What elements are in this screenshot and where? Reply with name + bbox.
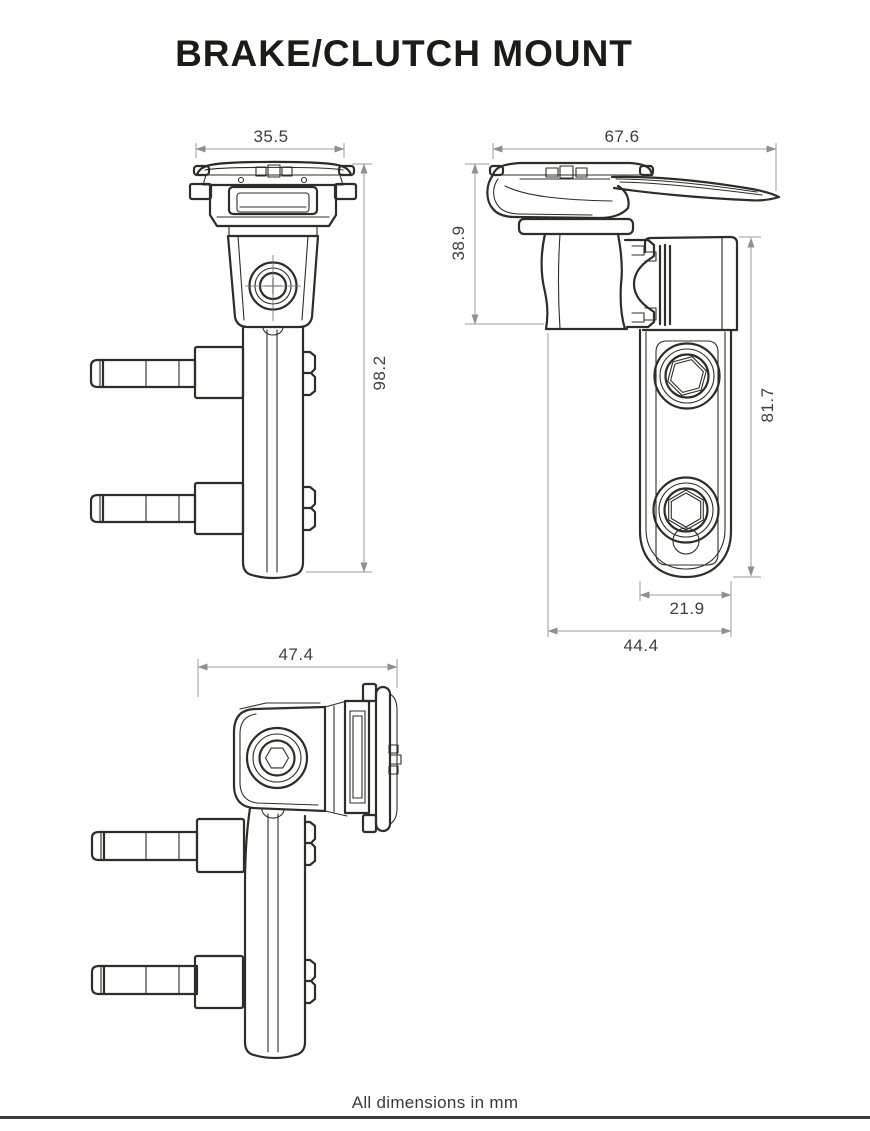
- dim-side-bracket-width: 21.9: [669, 599, 704, 618]
- rotated-view-part: [90, 682, 402, 1060]
- units-note: All dimensions in mm: [351, 1093, 519, 1112]
- dim-side-overall-depth: 44.4: [623, 636, 658, 655]
- front-width-dimension: 35.5: [195, 127, 345, 158]
- side-bracket-width-dimension: 21.9: [639, 581, 732, 637]
- rotated-width-dimension: 47.4: [197, 645, 398, 697]
- dim-front-overall-height: 98.2: [370, 355, 389, 390]
- dim-front-overall-width: 35.5: [253, 127, 288, 146]
- side-bracket-height-dimension: 81.7: [733, 236, 777, 578]
- side-head-height-dimension: 38.9: [449, 163, 544, 325]
- dim-side-bracket-height: 81.7: [758, 387, 777, 422]
- side-view-part: [486, 161, 781, 579]
- dim-rotated-overall-width: 47.4: [278, 645, 313, 664]
- side-width-dimension: 67.6: [492, 127, 777, 191]
- front-height-dimension: 98.2: [306, 163, 389, 573]
- front-view-drawing: 35.5 98.2: [89, 127, 389, 580]
- front-view-part: [89, 160, 358, 580]
- bottom-divider: [0, 1116, 870, 1119]
- rotated-view-drawing: 47.4: [90, 645, 402, 1060]
- side-view-drawing: 67.6 38.9 81.7 21.9 44.4: [449, 127, 781, 655]
- side-depth-dimension: 44.4: [547, 333, 732, 655]
- page-title: BRAKE/CLUTCH MOUNT: [175, 33, 633, 74]
- dim-side-overall-width: 67.6: [604, 127, 639, 146]
- dim-side-head-height: 38.9: [449, 225, 468, 260]
